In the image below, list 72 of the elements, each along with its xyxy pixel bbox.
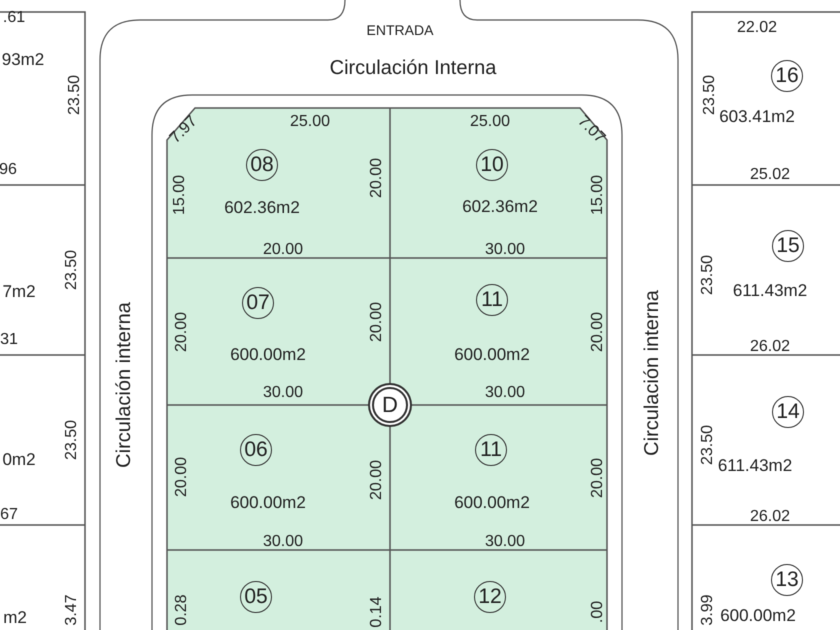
dimension-label: 30.00 <box>484 385 526 401</box>
lot-number: 06 <box>240 434 272 466</box>
dimension-label: 23.50 <box>67 74 83 116</box>
area-label: 602.36m2 <box>462 197 538 217</box>
area-label: 611.43m2 <box>732 281 808 301</box>
dimension-label: 26.02 <box>750 509 790 525</box>
dimension-label: 23.50 <box>64 420 80 460</box>
dimension-label: 20.00 <box>590 458 606 498</box>
area-label: 600.00m2 <box>454 493 530 513</box>
dimension-label: 30.00 <box>262 534 304 550</box>
area-label: 7m2 <box>2 282 36 302</box>
dimension-label: 0.14 <box>369 596 385 628</box>
dimension-label: 20.00 <box>174 456 190 498</box>
marker-letter: D <box>382 392 398 418</box>
dimension-label: .00 <box>590 600 606 624</box>
dimension-label: 20.00 <box>369 302 385 342</box>
road-label: Circulación interna <box>114 302 134 468</box>
lot-number: 13 <box>771 564 803 596</box>
lot-number: 16 <box>771 60 803 92</box>
lot-number: 11 <box>475 434 507 466</box>
dimension-label: 26.02 <box>750 339 790 355</box>
area-label: 602.36m2 <box>224 198 300 218</box>
dimension-label: 25.00 <box>470 114 510 130</box>
dimension-label: 30.00 <box>262 385 304 401</box>
dimension-label: 67 <box>0 507 18 523</box>
dimension-label: 25.00 <box>290 114 330 130</box>
lot-parcel <box>390 550 607 630</box>
dimension-label: 96 <box>0 162 17 178</box>
dimension-label: 15.00 <box>590 174 606 216</box>
lot-number: 12 <box>474 581 506 613</box>
dimension-label: 15.00 <box>172 174 188 216</box>
lot-number: 08 <box>246 149 278 181</box>
dimension-label: 0.28 <box>174 594 190 626</box>
lot-number: 14 <box>772 396 804 428</box>
dimension-label: 20.00 <box>369 158 385 198</box>
area-label: m2 <box>3 608 27 628</box>
area-label: 600.00m2 <box>230 345 306 365</box>
dimension-label: 22.02 <box>736 20 778 36</box>
area-label: 600.00m2 <box>230 493 306 513</box>
dimension-label: 3.99 <box>700 594 716 626</box>
dimension-label: 20.00 <box>262 242 304 258</box>
area-label: 603.41m2 <box>719 107 795 127</box>
lot-number: 15 <box>772 230 804 262</box>
lot-number: 07 <box>242 287 274 319</box>
dimension-label: 30.00 <box>484 534 526 550</box>
dimension-label: 23.50 <box>702 74 718 116</box>
dimension-label: 23.50 <box>64 250 80 290</box>
lot-number: 05 <box>240 581 272 613</box>
area-label: 600.00m2 <box>720 606 796 626</box>
dimension-label: 7.07 <box>574 113 608 147</box>
dimension-label: 20.00 <box>369 460 385 500</box>
dimension-label: 3.47 <box>64 594 80 626</box>
area-label: 0m2 <box>2 450 36 470</box>
lot-number: 10 <box>476 149 508 181</box>
road-label: Circulación interna <box>642 290 662 456</box>
lot-parcel <box>167 550 390 630</box>
dimension-label: 31 <box>0 332 18 348</box>
area-label: 600.00m2 <box>454 345 530 365</box>
dimension-label: 30.00 <box>484 242 526 258</box>
entrance-label: ENTRADA <box>366 23 434 37</box>
lot-parcel <box>167 108 390 258</box>
dimension-label: .61 <box>2 10 26 26</box>
area-label: 611.43m2 <box>718 456 792 476</box>
dimension-label: 20.00 <box>590 312 606 352</box>
road-label: Circulación Interna <box>330 58 496 78</box>
dimension-label: 25.02 <box>750 167 790 183</box>
dimension-label: 23.50 <box>700 424 716 466</box>
lot-number: 11 <box>476 284 508 316</box>
lot-parcel <box>390 108 607 258</box>
dimension-label: 23.50 <box>700 254 716 296</box>
area-label: 93m2 <box>2 50 44 70</box>
dimension-label: 20.00 <box>174 312 190 352</box>
